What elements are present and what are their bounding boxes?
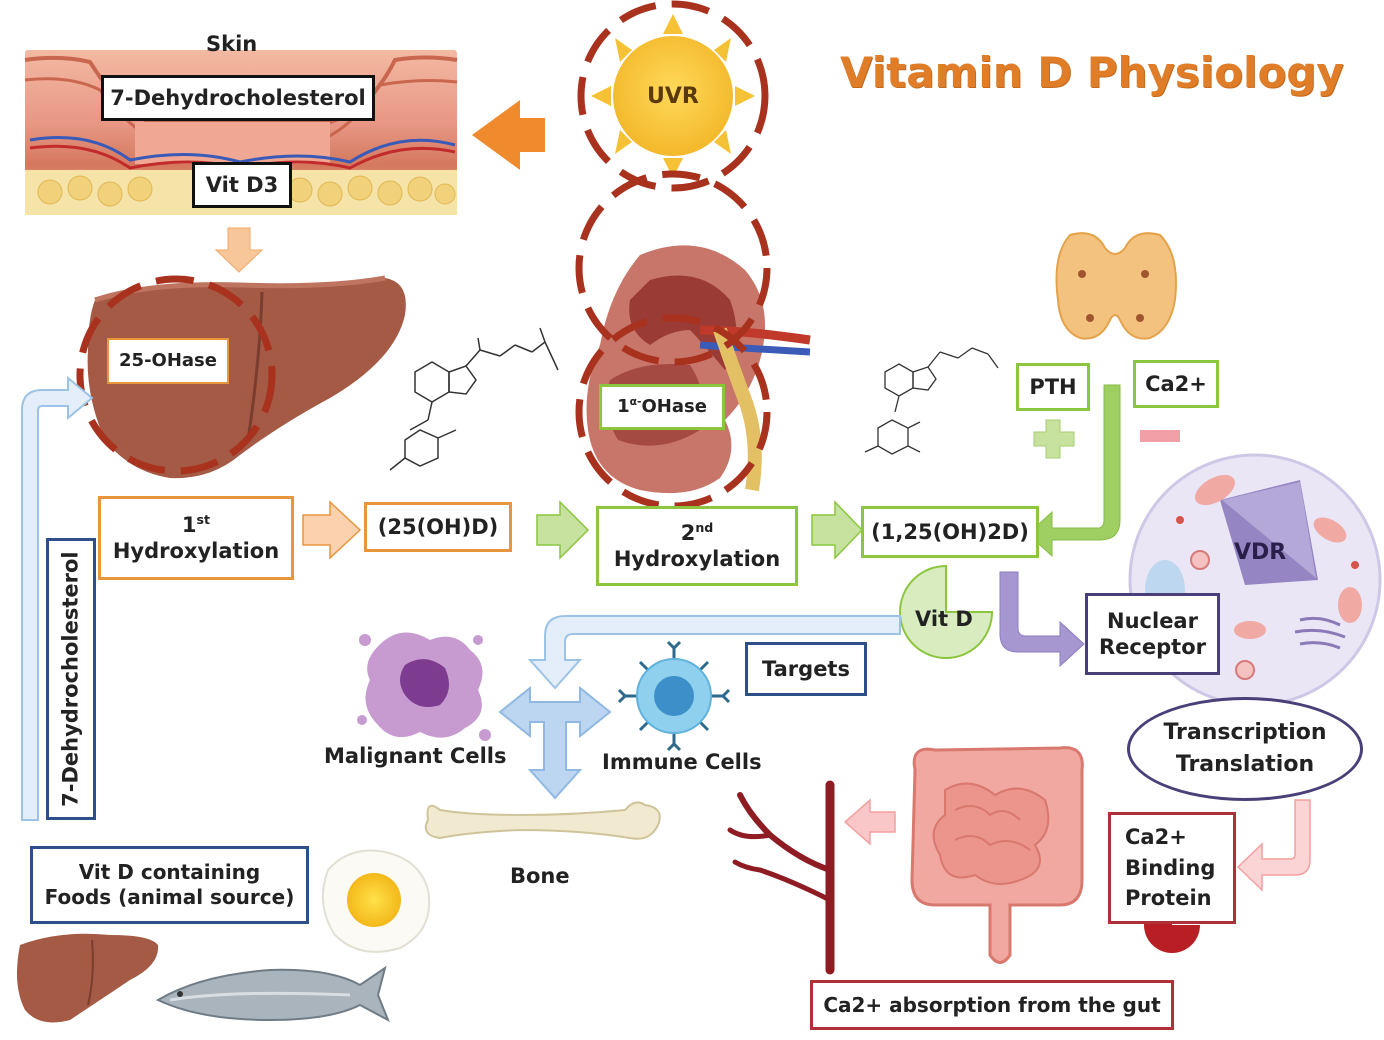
vdr-label: VDR <box>1234 540 1287 565</box>
flow-arrow-1 <box>302 500 362 560</box>
thyroid-icon <box>1055 232 1177 340</box>
second-hydroxylation-box: 2nd Hydroxylation <box>596 506 798 586</box>
first-ordinal: 1st <box>181 511 211 537</box>
vertical-7dhc-box: 7-Dehydrocholesterol <box>46 538 96 820</box>
bone-icon <box>424 801 661 840</box>
dashed-circle-sun <box>577 0 769 192</box>
dashed-circle-kidney-top <box>575 170 771 366</box>
ca2-binding-line3: Protein <box>1125 886 1212 911</box>
vertical-7dhc-label: 7-Dehydrocholesterol <box>58 551 83 807</box>
uvr-label: UVR <box>647 84 699 109</box>
second-hydroxylation-label: Hydroxylation <box>613 547 781 571</box>
vit-d-pacman-icon <box>899 564 994 659</box>
transcription-label: Transcription <box>1163 720 1327 746</box>
transcription-to-binding-arrow <box>1236 799 1311 892</box>
receptor-label: Receptor <box>1099 635 1206 659</box>
flow-arrow-2 <box>536 500 590 560</box>
liver-food-icon <box>16 933 159 1023</box>
food-to-liver-arrow <box>21 375 94 821</box>
second-ordinal: 2nd <box>680 519 714 545</box>
skin-to-liver-arrow <box>214 227 264 273</box>
sun-icon <box>591 14 755 178</box>
dashed-circle-kidney-bottom <box>575 314 771 510</box>
pth-to-125ohd-arrow <box>1027 384 1121 558</box>
first-hydroxylation-box: 1st Hydroxylation <box>98 496 294 580</box>
vit-d-label: Vit D <box>915 607 973 631</box>
first-hydroxylation-label: Hydroxylation <box>112 539 280 563</box>
egg-icon <box>321 849 431 953</box>
targets-label: Targets <box>745 642 867 696</box>
ca2-binding-line2: Binding <box>1125 855 1216 880</box>
kidney-icon <box>586 245 811 494</box>
purple-flow-arrow <box>999 571 1085 668</box>
minus-icon <box>1140 430 1180 442</box>
seven-dhc-label: 7-Dehydrocholesterol <box>101 75 375 121</box>
twentyfive-ohd-label: (25(OH)D) <box>364 502 512 552</box>
intestine-icon <box>910 746 1084 964</box>
ca2-binding-line1: Ca2+ <box>1125 825 1187 850</box>
immune-cell-icon <box>617 640 731 752</box>
ca2-binding-protein-box: Ca2+ Binding Protein <box>1108 812 1236 924</box>
page-title: Vitamin D Physiology <box>840 48 1344 97</box>
one25-ohd-label: (1,25(OH)2D) <box>861 506 1039 558</box>
ca2-plus-label: Ca2+ <box>1133 360 1219 408</box>
twentyfive-ohase-label: 25-OHase <box>107 338 229 384</box>
pth-label: PTH <box>1016 363 1090 411</box>
bone-label: Bone <box>510 864 570 888</box>
targets-distribution-arrow <box>498 685 612 800</box>
vit-d-to-targets-arrow <box>527 615 901 690</box>
foods-line2: Foods (animal source) <box>44 885 295 909</box>
uvr-arrow <box>472 100 545 170</box>
immune-cell-nucleus <box>654 676 694 716</box>
blood-vessel-icon <box>727 780 835 975</box>
plus-icon <box>1033 419 1075 459</box>
nuclear-label: Nuclear <box>1107 608 1198 633</box>
fish-icon <box>155 965 390 1023</box>
flow-arrow-3 <box>811 500 864 560</box>
translation-label: Translation <box>1175 752 1315 777</box>
malignant-cell-icon <box>357 632 491 741</box>
nuclear-receptor-box: Nuclear Receptor <box>1085 593 1220 675</box>
immune-cells-label: Immune Cells <box>602 750 762 774</box>
dashed-circle-liver <box>76 275 276 475</box>
skin-label: Skin <box>206 32 258 56</box>
ca2-absorption-label: Ca2+ absorption from the gut <box>810 980 1174 1030</box>
foods-line1: Vit D containing <box>78 860 261 884</box>
transcription-translation-ellipse: Transcription Translation <box>1127 697 1363 801</box>
foods-box: Vit D containing Foods (animal source) <box>30 846 309 924</box>
gut-to-blood-arrow <box>843 798 896 846</box>
molecule-icon-125ohd <box>864 347 999 455</box>
malignant-cells-label: Malignant Cells <box>324 744 507 768</box>
one-alpha-ohase-label: 1α-OHase <box>599 384 725 430</box>
vit-d3-label: Vit D3 <box>192 162 292 208</box>
molecule-icon-25ohd <box>389 327 559 471</box>
